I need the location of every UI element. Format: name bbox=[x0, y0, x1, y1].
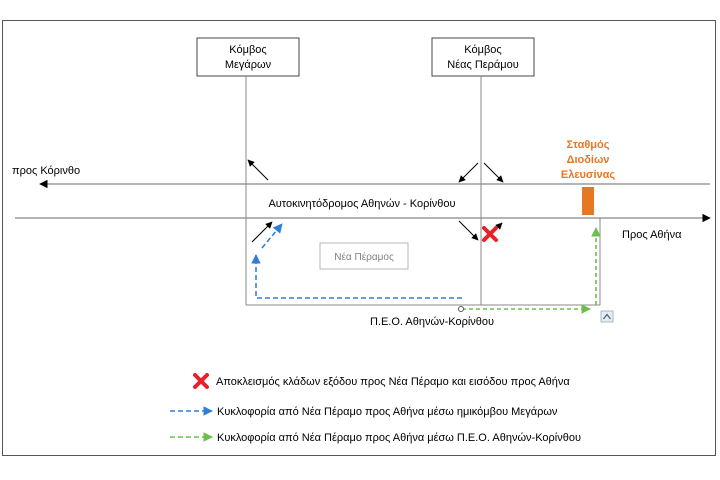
legend-blue-text: Κυκλοφορία από Νέα Πέραμο προς Αθήνα μέσ… bbox=[217, 406, 558, 418]
diagram-frame bbox=[2, 20, 716, 456]
legend-closure-text: Αποκλεισμός κλάδων εξόδου προς Νέα Πέραμ… bbox=[216, 376, 570, 388]
toll-label-line2: Διοδίων bbox=[567, 154, 610, 166]
node-megara-line1: Κόμβος bbox=[229, 44, 266, 56]
node-megara-line2: Μεγάρων bbox=[225, 59, 272, 71]
route-origin-dot bbox=[458, 306, 464, 312]
highway-label: Αυτοκινητόδρομος Αθηνών - Κορίνθου bbox=[268, 198, 455, 210]
town-label: Νέα Πέραμος bbox=[334, 251, 394, 263]
direction-athens: Προς Αθήνα bbox=[622, 229, 682, 241]
legend-green-text: Κυκλοφορία από Νέα Πέραμο προς Αθήνα μέσ… bbox=[217, 432, 581, 444]
direction-corinth: προς Κόρινθο bbox=[12, 165, 80, 177]
toll-label-line3: Ελευσίνας bbox=[561, 169, 616, 181]
node-nea-peramos: Κόμβος Νέας Περάμου bbox=[431, 37, 535, 77]
ramp-peramos-exit-east bbox=[458, 220, 479, 241]
chevron-up-icon bbox=[600, 310, 614, 323]
ramp-megara-entry bbox=[251, 221, 273, 243]
town-box bbox=[319, 242, 409, 270]
blue-route-ramp bbox=[261, 223, 283, 249]
node-nea-peramos-line2: Νέας Περάμου bbox=[447, 59, 519, 71]
legend: Αποκλεισμός κλάδων εξόδου προς Νέα Πέραμ… bbox=[170, 373, 581, 444]
ramp-peramos-entry-west bbox=[458, 162, 479, 183]
ramp-megara-exit bbox=[247, 159, 269, 181]
legend-closure-icon bbox=[193, 373, 209, 389]
node-megara: Κόμβος Μεγάρων bbox=[196, 37, 300, 77]
closure-marker bbox=[482, 226, 498, 242]
old-road-label: Π.Ε.Ο. Αθηνών-Κορίνθου bbox=[370, 316, 494, 328]
blue-route-path bbox=[251, 254, 462, 299]
ramp-peramos-exit-west bbox=[483, 162, 504, 183]
toll-label-line1: Σταθμός bbox=[567, 139, 610, 151]
node-nea-peramos-line1: Κόμβος bbox=[464, 44, 501, 56]
toll-booth bbox=[582, 187, 594, 215]
